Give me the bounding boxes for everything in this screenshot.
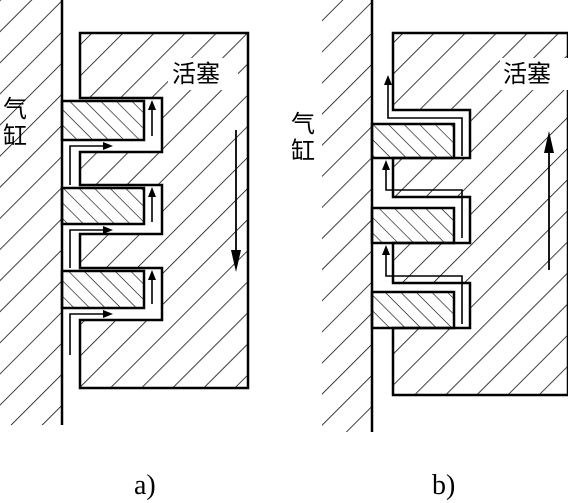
piston-label-b: 活塞 (503, 60, 551, 88)
cylinder-label-b-char-1: 气 (291, 110, 315, 138)
cylinder-wall-a (0, 0, 64, 425)
piston-motion-arrow-b (544, 131, 554, 270)
piston-ring-b-1 (370, 122, 456, 160)
cylinder-label-b: 气 缸 (290, 111, 316, 165)
panel-b (322, 0, 568, 432)
piston-motion-arrow-a (231, 130, 241, 272)
caption-a: a) (134, 470, 156, 501)
cylinder-label-a: 气 缸 (2, 96, 28, 150)
cylinder-label-a-char-1: 气 (3, 95, 27, 123)
piston-label-a: 活塞 (172, 60, 220, 88)
cylinder-wall-b (322, 0, 374, 432)
cylinder-label-a-char-2: 缸 (3, 122, 27, 150)
piston-body-a (78, 31, 250, 390)
cylinder-label-b-char-2: 缸 (291, 137, 315, 165)
piston-ring-b-2 (370, 206, 456, 245)
gas-flow-path-b (382, 75, 463, 324)
piston-ring-b-3 (370, 290, 456, 330)
panel-a (0, 0, 250, 425)
piston-ring-a-2 (60, 186, 146, 226)
gas-flow-path-a (69, 100, 156, 355)
piston-ring-a-3 (60, 269, 146, 310)
caption-b: b) (432, 470, 456, 501)
piston-ring-a-1 (60, 99, 146, 142)
